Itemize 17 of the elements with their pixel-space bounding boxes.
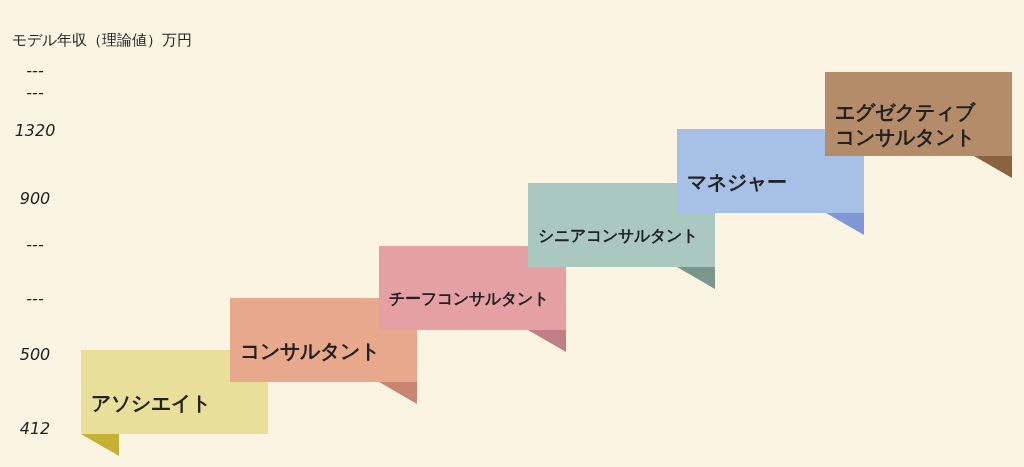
ribbon-box [379, 246, 566, 352]
level-name: エグゼクティブコンサルタント [835, 100, 977, 150]
ribbon-box [825, 72, 1012, 178]
axis-tick-label: --- [25, 288, 45, 308]
level-name: アソシエイト [91, 390, 212, 416]
axis-tick-label: 500 [18, 344, 52, 364]
axis-title: モデル年収（理論値）万円 [12, 30, 192, 50]
level-name: コンサルタント [240, 338, 381, 364]
level-name: マネジャー [687, 169, 788, 195]
axis-tick-label: --- [25, 82, 45, 102]
level-name: シニアコンサルタント [538, 226, 699, 246]
level-name: チーフコンサルタント [389, 289, 550, 309]
axis-tick-label: --- [25, 234, 45, 254]
axis-tick-label: 1320 [13, 120, 57, 140]
axis-tick-label: 900 [18, 188, 52, 208]
axis-tick-label: 412 [18, 418, 52, 438]
axis-tick-label: --- [25, 60, 45, 80]
